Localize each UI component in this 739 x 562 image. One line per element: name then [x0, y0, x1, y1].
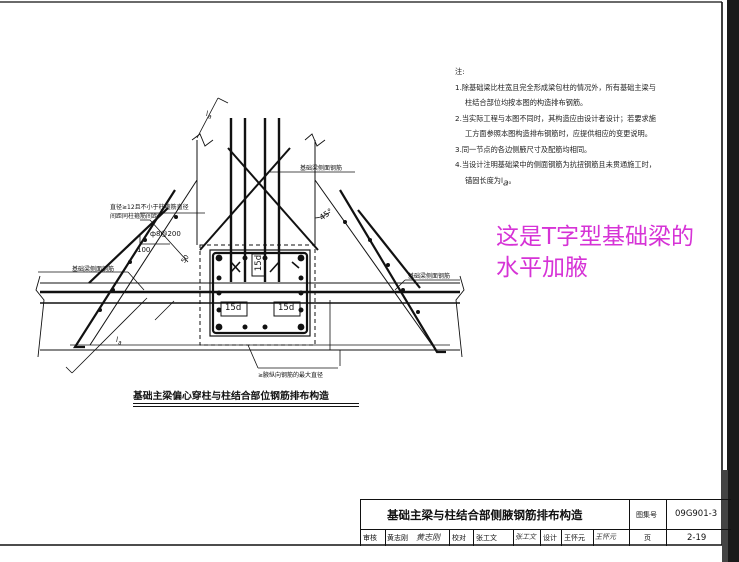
haunch-annotation: 这是T字型基础梁的 水平加腋	[496, 222, 736, 284]
dimension-15d-top: 15d	[254, 254, 265, 272]
dimension-15d-left: 15d	[225, 303, 242, 313]
beam-outline	[40, 282, 460, 351]
note-4-subscript: a	[502, 177, 509, 188]
note-2-line-2: 工方面参照本图构造排布钢筋时，应提供相应的变更说明。	[465, 129, 652, 138]
design-label: 设计	[543, 534, 557, 542]
diameter-note-line-2: 间距同柱箍筋间距	[110, 213, 159, 220]
column-section	[209, 249, 311, 337]
note-4-line-2-end: 。	[508, 175, 516, 185]
cross-rebars	[199, 147, 319, 251]
reviewer-signature: 黄志刚	[416, 533, 440, 542]
max-diameter-label: ≥腋纵向钢筋的最大直径	[258, 372, 324, 379]
checker-signature: 张工文	[515, 533, 536, 541]
binding-edge	[727, 0, 739, 562]
note-4-line-2-text: 锚固长度为l	[465, 175, 503, 185]
column-section-bars	[215, 254, 305, 331]
atlas-number-label: 图集号	[636, 511, 657, 519]
diameter-note-line-1: 直径≥12且不小于柱箍筋直径	[110, 204, 189, 211]
anchor-length-top: la	[206, 110, 212, 120]
column-outline	[196, 140, 316, 245]
atlas-number: 09G901-3	[675, 509, 718, 519]
beam-side-rebar-label-left: 基础梁侧面钢筋	[72, 266, 115, 273]
beam-side-rebar-label-right: 基础梁侧面钢筋	[408, 273, 451, 280]
page-label: 页	[644, 534, 651, 542]
beam-side-rebar-label-top: 基础梁侧面钢筋	[300, 165, 343, 172]
anchor-length-top-symbol: l	[206, 110, 208, 118]
note-4-line-1: 4.当设计注明基础梁中的侧面钢筋为抗扭钢筋且未贯通施工时，	[455, 160, 656, 169]
designer-name: 王怀元	[564, 534, 585, 542]
title-block-title: 基础主梁与柱结合部侧腋钢筋排布构造	[387, 508, 583, 522]
haunch-annotation-line-2: 水平加腋	[496, 255, 588, 281]
anchor-length-top-subscript: a	[207, 114, 212, 121]
designer-signature: 王怀元	[595, 533, 616, 541]
drawing-caption: 基础主梁偏心穿柱与柱结合部位钢筋排布构造	[133, 391, 329, 402]
notes-block: 注: 1.除基础梁比柱宽且完全形成梁包柱的情况外，所有基础主梁与 柱结合部位均按…	[455, 64, 720, 191]
dimension-100-label: 100	[137, 246, 151, 254]
anchor-length-bottom-symbol: l	[116, 336, 118, 344]
page-number: 2-19	[687, 533, 707, 543]
anchor-length-bottom: la	[116, 336, 122, 346]
sheet-frame	[0, 1, 723, 546]
note-3-line-1: 3.同一节点的各边侧腋尺寸及配筋均相同。	[455, 144, 592, 154]
note-1-line-2: 柱结合部位均按本图的构造排布钢筋。	[465, 98, 588, 107]
anchor-length-bottom-subscript: a	[117, 340, 122, 347]
review-label: 审核	[363, 534, 377, 542]
note-4-line-2: 锚固长度为la。	[455, 173, 720, 192]
joint-dashed-box	[199, 244, 316, 346]
note-2-line-1: 2.当实际工程与本图不同时，其构造应由设计者设计；若要求施	[455, 113, 656, 123]
haunch-outline	[89, 179, 433, 346]
caption-underline-thin	[133, 406, 359, 407]
haunch-annotation-line-1: 这是T字型基础梁的	[496, 224, 695, 250]
haunch-rebars	[72, 189, 446, 354]
caption-underline	[133, 403, 359, 404]
stirrup-spec-label: ф8@200	[150, 230, 181, 238]
reviewer-name: 黄志刚	[387, 534, 408, 542]
title-block: 基础主梁与柱结合部侧腋钢筋排布构造 图集号 09G901-3 审核 黄志刚 黄志…	[360, 499, 731, 546]
check-label: 校对	[452, 534, 466, 542]
checker-name: 张工文	[476, 534, 497, 542]
dimension-15d-right: 15d	[278, 303, 295, 313]
notes-title: 注:	[455, 67, 465, 76]
note-1-line-1: 1.除基础梁比柱宽且完全形成梁包柱的情况外，所有基础主梁与	[455, 82, 656, 92]
